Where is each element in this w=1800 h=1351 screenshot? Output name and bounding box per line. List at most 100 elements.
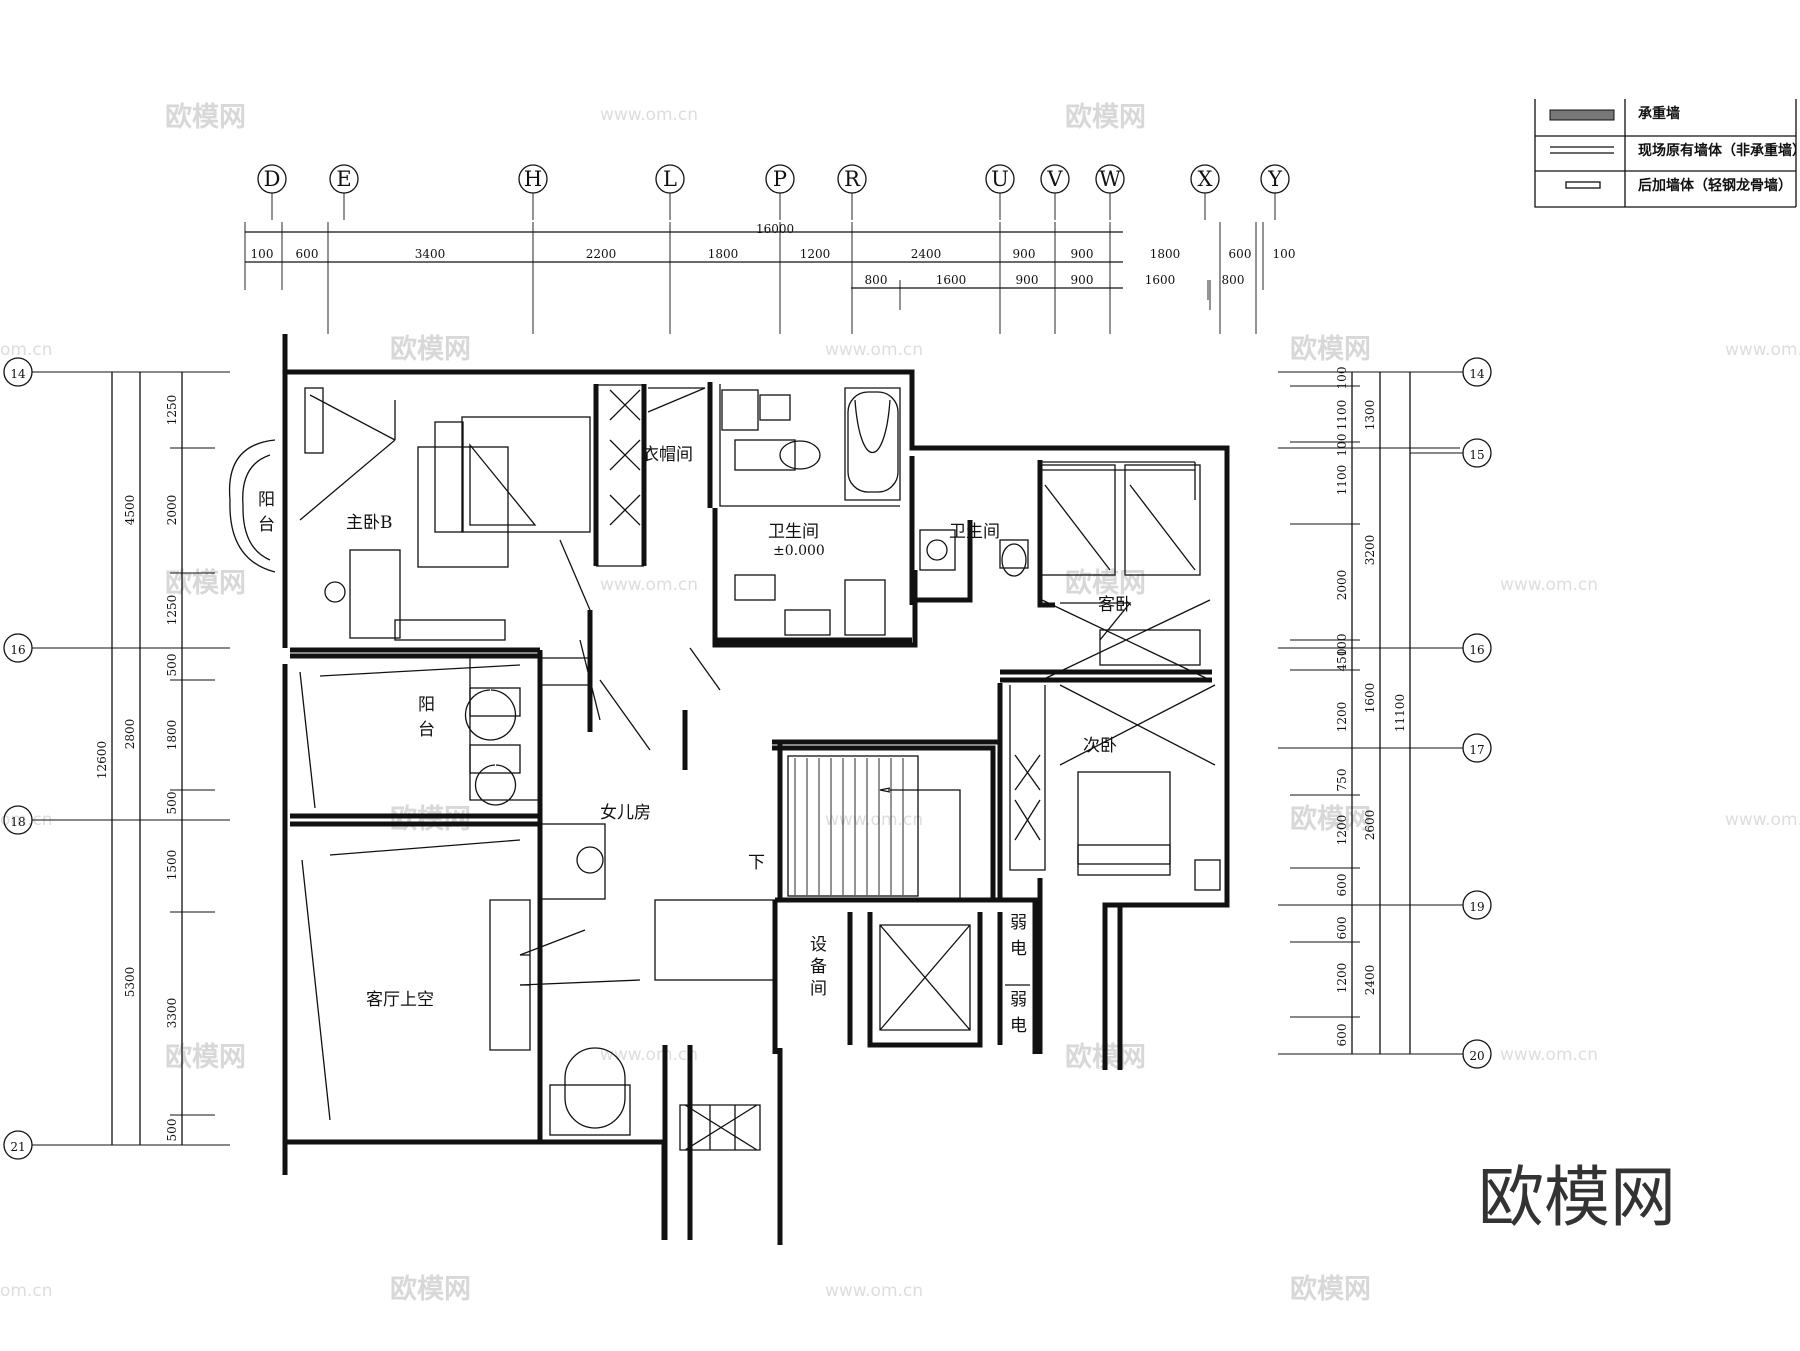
dim-value: 100 [251, 247, 274, 261]
label-equipment-c: 间 [810, 979, 827, 999]
dim-value: 1200 [800, 247, 831, 261]
top-dimension-lines: 16000 [244, 222, 1264, 334]
watermark-url: www.om.cn [600, 575, 698, 595]
dim-value: 3200 [1363, 535, 1377, 566]
axis-label: 14 [1469, 367, 1485, 381]
label-stairs-down: 下 [748, 853, 765, 873]
axis-label: 21 [10, 1140, 25, 1154]
label-living-void: 客厅上空 [366, 990, 434, 1010]
axis-label: R [844, 167, 861, 191]
axis-label: 18 [10, 815, 25, 829]
basin-2 [919, 529, 956, 571]
bathtub [847, 391, 899, 493]
axis-label: P [773, 167, 787, 191]
right-dims: 1001100100110020001004501200750120060060… [1335, 367, 1407, 1047]
axis-label: 15 [1469, 448, 1484, 462]
dim-value: 750 [1335, 769, 1349, 792]
bed-second [1077, 771, 1171, 865]
label-guest-bedroom: 客卧 [1098, 595, 1132, 615]
label-weak-2a: 弱 [1010, 990, 1027, 1010]
label-weak-2b: 电 [1010, 1016, 1027, 1036]
dim-value: 600 [1335, 874, 1349, 897]
watermark-logo: 欧模网 [1290, 804, 1371, 835]
dim-value: 600 [1335, 917, 1349, 940]
watermark-url: www.om.cn [1500, 575, 1598, 595]
dim-value: 900 [1016, 273, 1039, 287]
dim-value: 1250 [165, 395, 179, 426]
dim-value: 12600 [95, 741, 109, 779]
label-balcony-2-b: 台 [418, 720, 435, 740]
dim-value: 500 [165, 792, 179, 815]
axis-label: 16 [10, 643, 25, 657]
dim-value: 1300 [1363, 400, 1377, 431]
watermark-layer: 欧模网 欧模网 欧模网 欧模网 欧模网 欧模网 欧模网 欧模网 欧模网 欧模网 … [0, 102, 1800, 1305]
right-dimension-lines [1278, 371, 1460, 1055]
watermark-logo: 欧模网 [165, 1042, 246, 1073]
watermark-logo: 欧模网 [390, 334, 471, 365]
watermark-url: www.om.cn [1725, 340, 1800, 360]
room-labels: 主卧B 阳 台 衣帽间 卫生间 ±0.000 卫生间 客卧 次卧 阳 台 女儿房… [258, 445, 1132, 1036]
dim-value: 100 [1335, 434, 1349, 457]
watermark-url: om.cn [0, 810, 53, 830]
dim-value: 100 [1335, 634, 1349, 657]
dim-value: 100 [1335, 367, 1349, 390]
dim-value: 4500 [123, 495, 137, 526]
watermark-logo: 欧模网 [1065, 102, 1146, 133]
label-second-bedroom: 次卧 [1083, 736, 1117, 756]
watermark-url: www.om.cn [600, 105, 698, 125]
bed-master [461, 416, 591, 533]
label-equipment-b: 备 [810, 957, 827, 977]
label-equipment-a: 设 [810, 935, 827, 955]
dim-value: 600 [296, 247, 319, 261]
dim-value: 600 [1229, 247, 1252, 261]
watermark-logo: 欧模网 [1065, 568, 1146, 599]
watermark-logo: 欧模网 [1290, 334, 1371, 365]
watermark-logo: 欧模网 [390, 804, 471, 835]
dim-value: 2200 [586, 247, 617, 261]
dim-value: 3300 [165, 998, 179, 1029]
axis-label: Y [1267, 167, 1283, 191]
label-weak-1b: 电 [1010, 939, 1027, 959]
label-master-bedroom: 主卧B [346, 513, 393, 533]
axis-label: W [1099, 167, 1121, 191]
left-dimension-lines [100, 371, 230, 1146]
dim-value: 800 [1222, 273, 1245, 287]
stair-flight [787, 755, 919, 897]
axis-label: 14 [10, 367, 26, 381]
dim-value: 1100 [1335, 400, 1349, 431]
axis-label: H [524, 167, 542, 191]
dim-value: 1800 [165, 720, 179, 751]
walls [228, 334, 1230, 1245]
watermark-url: www.om.cn [600, 1045, 698, 1065]
axis-label: U [991, 167, 1009, 191]
dim-value: 1100 [1335, 465, 1349, 496]
watermark-url: www.om.cn [825, 1281, 923, 1301]
axis-label: E [336, 167, 351, 191]
dim-value: 2400 [1363, 965, 1377, 996]
label-cloakroom: 衣帽间 [642, 445, 693, 465]
dim-value: 500 [165, 654, 179, 677]
axis-label: 19 [1469, 900, 1484, 914]
label-bathroom-2: 卫生间 [949, 522, 1000, 542]
dim-value: 1200 [1335, 815, 1349, 846]
axis-label: L [663, 167, 677, 191]
axis-label: V [1046, 167, 1063, 191]
axis-label: D [264, 167, 281, 191]
site-logo: 欧模网 [1478, 1159, 1676, 1236]
axis-label: 17 [1469, 743, 1484, 757]
watermark-url: www.om.cn [1500, 1045, 1598, 1065]
dim-value: 500 [165, 1119, 179, 1142]
watermark-url: www.om.cn [825, 340, 923, 360]
watermark-url: www.om.cn [825, 810, 923, 830]
axis-label: X [1198, 167, 1213, 191]
dim-value: 11100 [1393, 694, 1407, 732]
legend-label: 现场原有墙体（非承重墙） [1638, 142, 1800, 159]
dim-value: 600 [1335, 1024, 1349, 1047]
watermark-url: om.cn [0, 1281, 53, 1301]
dim-value: 1800 [708, 247, 739, 261]
